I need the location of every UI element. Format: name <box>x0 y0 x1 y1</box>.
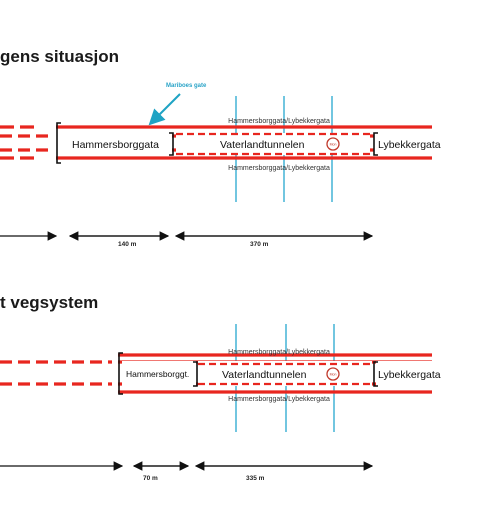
distance-1-label: 140 m <box>118 241 137 248</box>
annotation-arrow-icon <box>148 93 181 126</box>
sign-icon <box>326 137 340 151</box>
sign-text-2: Mon <box>330 373 337 377</box>
bottom-label-2: Hammersborggata/Lybekkergata <box>228 396 330 403</box>
box-left-label: Hammersborggata <box>72 139 159 151</box>
distance-2-label-2: 335 m <box>246 475 265 482</box>
box-mid-label-2: Vaterlandtunnelen <box>222 369 307 381</box>
bottom-label: Hammersborggata/Lybekkergata <box>228 165 330 172</box>
box-left-label-2: Hammersborggt. <box>126 369 189 379</box>
section-1: gens situasjon <box>0 47 444 248</box>
box-right-label: Lybekkergata <box>378 139 441 151</box>
box-mid-label: Vaterlandtunnelen <box>220 139 305 151</box>
top-label: Hammersborggata/Lybekkergata <box>228 118 330 125</box>
section-2-heading: t vegsystem <box>0 293 98 312</box>
tunnel-dashes-2 <box>198 362 372 386</box>
sign-icon-2 <box>326 367 340 381</box>
brackets <box>56 122 378 164</box>
distance-1-label-2: 70 m <box>143 475 158 482</box>
section-2: t vegsystem Hammersborggt. Vaterl <box>0 293 444 482</box>
box-right-label-2: Lybekkergata <box>378 369 441 381</box>
top-label-2: Hammersborggata/Lybekkergata <box>228 349 330 356</box>
section-1-heading: gens situasjon <box>0 47 119 66</box>
sign-text: Mon <box>330 143 337 147</box>
brackets-2 <box>118 352 378 395</box>
annotation-label: Mariboes gate <box>166 83 207 89</box>
distance-2-label: 370 m <box>250 241 269 248</box>
